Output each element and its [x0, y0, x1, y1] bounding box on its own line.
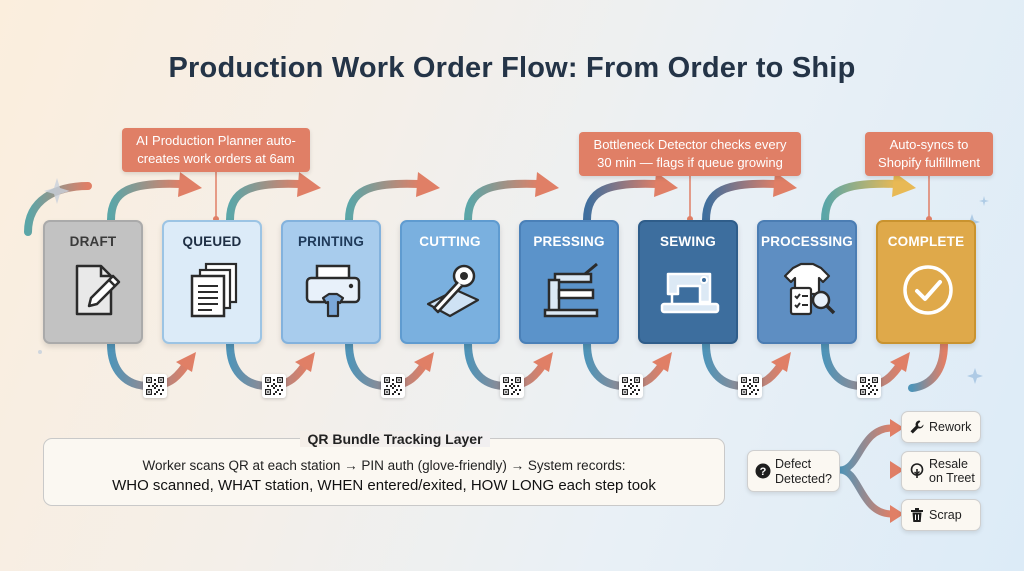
- arrow-head: [297, 172, 321, 197]
- arrow-head: [652, 352, 672, 372]
- arrow-head: [771, 352, 791, 372]
- qr-tracking-records: WHO scanned, WHAT station, WHEN entered/…: [112, 477, 656, 494]
- flow-arrow: [226, 179, 305, 224]
- stage-queued[interactable]: QUEUED: [162, 220, 262, 344]
- rework-option[interactable]: Rework: [901, 411, 981, 443]
- sparkle-icon: [44, 178, 70, 204]
- qr-code-icon[interactable]: [619, 374, 643, 398]
- tree-icon: [910, 463, 924, 478]
- stage-label: PROCESSING: [760, 234, 854, 249]
- arrow-head: [535, 172, 559, 197]
- defect-label: Defect Detected?: [775, 457, 832, 486]
- outcome-label: Scrap: [929, 508, 962, 522]
- stage-printing[interactable]: PRINTING: [281, 220, 381, 344]
- qr-code-icon[interactable]: [262, 374, 286, 398]
- svg-text:?: ?: [760, 466, 767, 478]
- qr-code-icon[interactable]: [143, 374, 167, 398]
- document-pencil-icon: [75, 264, 121, 316]
- qr-tracking-description: Worker scans QR at each station → PIN au…: [142, 458, 626, 473]
- stacked-documents-icon: [190, 262, 238, 318]
- flow-arrow: [821, 179, 900, 224]
- stage-processing[interactable]: PROCESSING: [757, 220, 857, 344]
- flow-arrow: [464, 179, 543, 224]
- arrow-head: [295, 352, 315, 372]
- flow-arrow: [345, 179, 424, 224]
- arrow-head: [178, 172, 202, 197]
- flow-arrow: [702, 179, 781, 224]
- stage-complete[interactable]: COMPLETE: [876, 220, 976, 344]
- flow-arrow: [24, 182, 92, 236]
- shopify-callout: Auto-syncs to Shopify fulfillment: [865, 132, 993, 176]
- arrow-head: [416, 172, 440, 197]
- stage-label: CUTTING: [419, 234, 481, 249]
- arrow-head: [654, 172, 678, 197]
- printer-shirt-icon: [305, 264, 361, 318]
- stage-label: PRINTING: [297, 234, 365, 249]
- flow-arrow: [908, 340, 948, 392]
- stage-sewing[interactable]: SEWING: [638, 220, 738, 344]
- heat-press-icon: [543, 262, 599, 318]
- qr-code-icon[interactable]: [857, 374, 881, 398]
- trash-icon: [911, 508, 923, 522]
- stage-cutting[interactable]: CUTTING: [400, 220, 500, 344]
- defect-detected-node[interactable]: ? Defect Detected?: [747, 450, 840, 492]
- scrap-option[interactable]: Scrap: [901, 499, 981, 531]
- outcome-label: Resale on Treet: [929, 457, 975, 485]
- rotary-cutter-icon: [426, 264, 480, 318]
- stage-label: DRAFT: [69, 234, 117, 249]
- stage-label: SEWING: [660, 234, 716, 249]
- wrench-icon: [910, 420, 924, 434]
- arrow-head: [773, 172, 797, 197]
- sparkle-icon: [967, 368, 983, 384]
- question-mark-icon: ?: [755, 463, 771, 479]
- stage-label: COMPLETE: [887, 234, 965, 249]
- arrow-head: [414, 352, 434, 372]
- outcome-label: Rework: [929, 420, 972, 434]
- qr-code-icon[interactable]: [381, 374, 405, 398]
- stage-draft[interactable]: DRAFT: [43, 220, 143, 344]
- bottleneck-callout: Bottleneck Detector checks every 30 min …: [579, 132, 801, 176]
- stage-pressing[interactable]: PRESSING: [519, 220, 619, 344]
- flow-arrow: [107, 179, 186, 224]
- stage-label: PRESSING: [533, 234, 605, 249]
- planner-callout: AI Production Planner auto-creates work …: [122, 128, 310, 172]
- qr-code-icon[interactable]: [738, 374, 762, 398]
- arrow-head: [533, 352, 553, 372]
- arrow-head: [890, 352, 910, 372]
- checkmark-circle-icon: [903, 265, 953, 315]
- arrow-head: [176, 352, 196, 372]
- qr-code-icon[interactable]: [500, 374, 524, 398]
- arrow-head: [892, 172, 916, 197]
- sewing-machine-icon: [660, 272, 720, 314]
- stage-label: QUEUED: [182, 234, 242, 249]
- page-title: Production Work Order Flow: From Order t…: [168, 52, 856, 84]
- sparkle-icon: [979, 196, 989, 206]
- shirt-inspection-icon: [783, 262, 836, 316]
- resale-option[interactable]: Resale on Treet: [901, 451, 981, 491]
- qr-tracking-title: QR Bundle Tracking Layer: [300, 431, 490, 447]
- flow-arrow: [583, 179, 662, 224]
- qr-tracking-panel: [43, 438, 725, 506]
